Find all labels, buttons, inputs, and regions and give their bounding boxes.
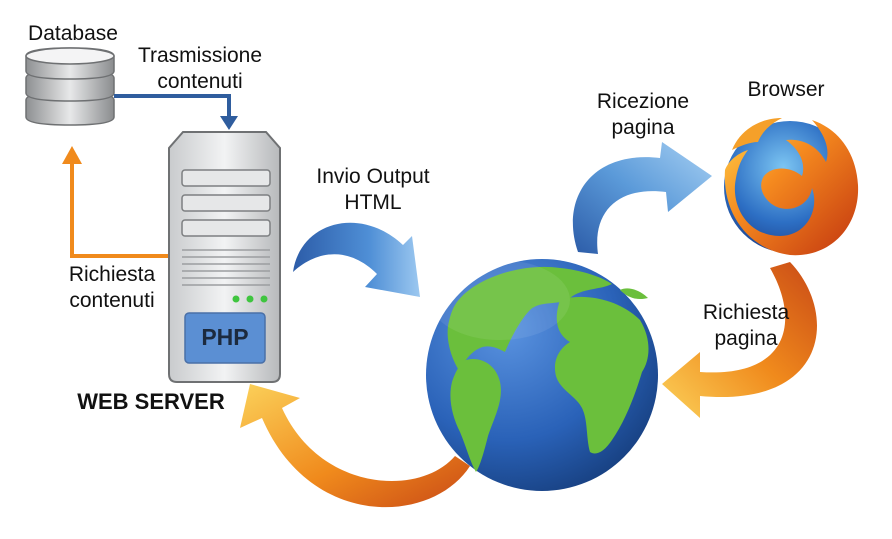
database-stack-icon — [25, 47, 115, 126]
receive-page-label: Ricezione pagina — [596, 90, 690, 139]
transmission-label: Trasmissione contenuti — [137, 44, 263, 93]
database-label: Database — [28, 22, 118, 45]
php-panel — [184, 312, 266, 364]
browser-label: Browser — [747, 78, 825, 101]
request-content-label: Richiesta contenuti — [68, 263, 156, 312]
server-return-arrow-icon — [240, 384, 470, 508]
content-request-connector — [62, 146, 168, 258]
firefox-logo-icon — [724, 118, 859, 256]
page-request-arrow-icon — [662, 262, 817, 418]
web-server-label: WEB SERVER — [77, 389, 225, 414]
globe-icon — [426, 259, 658, 491]
server-tower-icon — [168, 131, 281, 383]
transmission-connector — [114, 94, 238, 130]
output-arrow-icon — [293, 222, 420, 297]
php-label: PHP — [201, 324, 249, 350]
page-receive-arrow-icon — [572, 142, 712, 254]
request-page-label: Richiesta pagina — [702, 301, 790, 350]
output-label: Invio Output HTML — [316, 165, 430, 214]
